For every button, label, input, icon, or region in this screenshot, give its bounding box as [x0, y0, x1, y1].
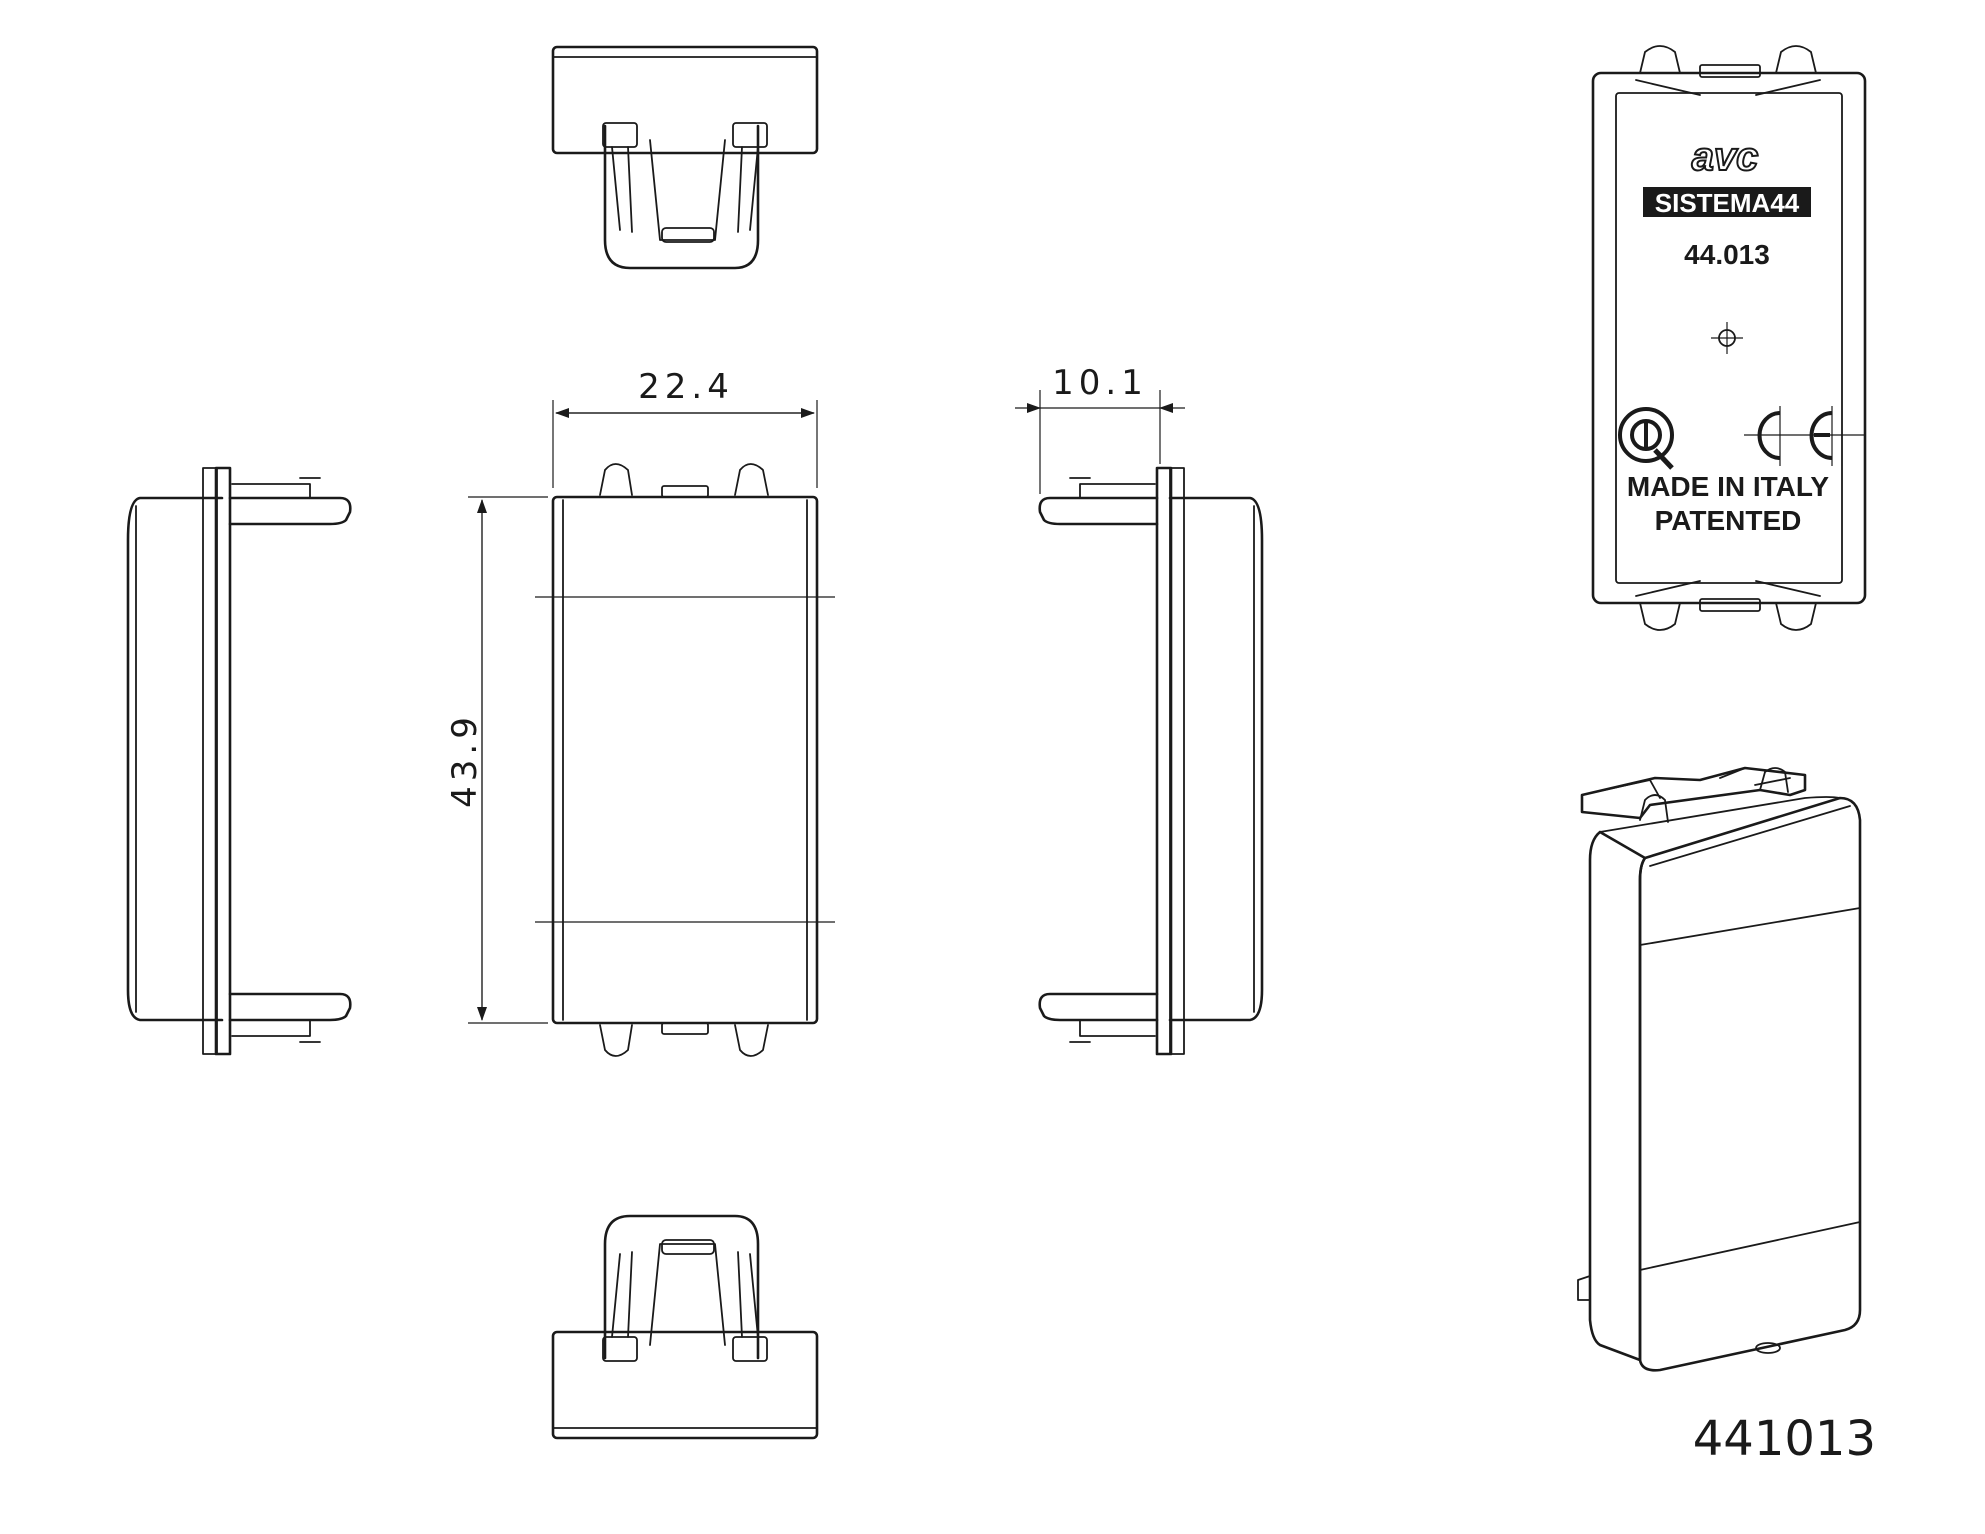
isometric-view — [1577, 766, 1862, 1372]
series-label: SISTEMA44 — [1655, 188, 1800, 218]
product-code: 441013 — [1693, 1411, 1876, 1467]
width-dimension: 22.4 — [552, 367, 818, 488]
center-target-icon — [1711, 322, 1743, 354]
height-dimension: 43.9 — [445, 496, 548, 1024]
model-label: 44.013 — [1684, 239, 1770, 270]
rear-view: avc SISTEMA44 44.013 MADE IN ITALY PATE — [1591, 45, 1867, 631]
height-dimension-label: 43.9 — [445, 712, 485, 808]
depth-dimension: 10.1 — [1015, 363, 1185, 494]
bottom-view — [551, 1214, 819, 1440]
imq-mark-icon — [1618, 407, 1674, 470]
front-view — [535, 463, 835, 1057]
depth-dimension-label: 10.1 — [1052, 363, 1148, 403]
width-dimension-label: 22.4 — [638, 367, 734, 407]
patent-label: PATENTED — [1655, 505, 1802, 536]
left-side-view — [126, 466, 352, 1056]
origin-label: MADE IN ITALY — [1627, 471, 1830, 502]
series-label-background — [1643, 187, 1811, 217]
top-view — [551, 45, 819, 270]
brand-logo: avc — [1692, 135, 1759, 179]
ce-mark-icon — [1744, 406, 1866, 466]
right-side-view — [1038, 466, 1264, 1056]
